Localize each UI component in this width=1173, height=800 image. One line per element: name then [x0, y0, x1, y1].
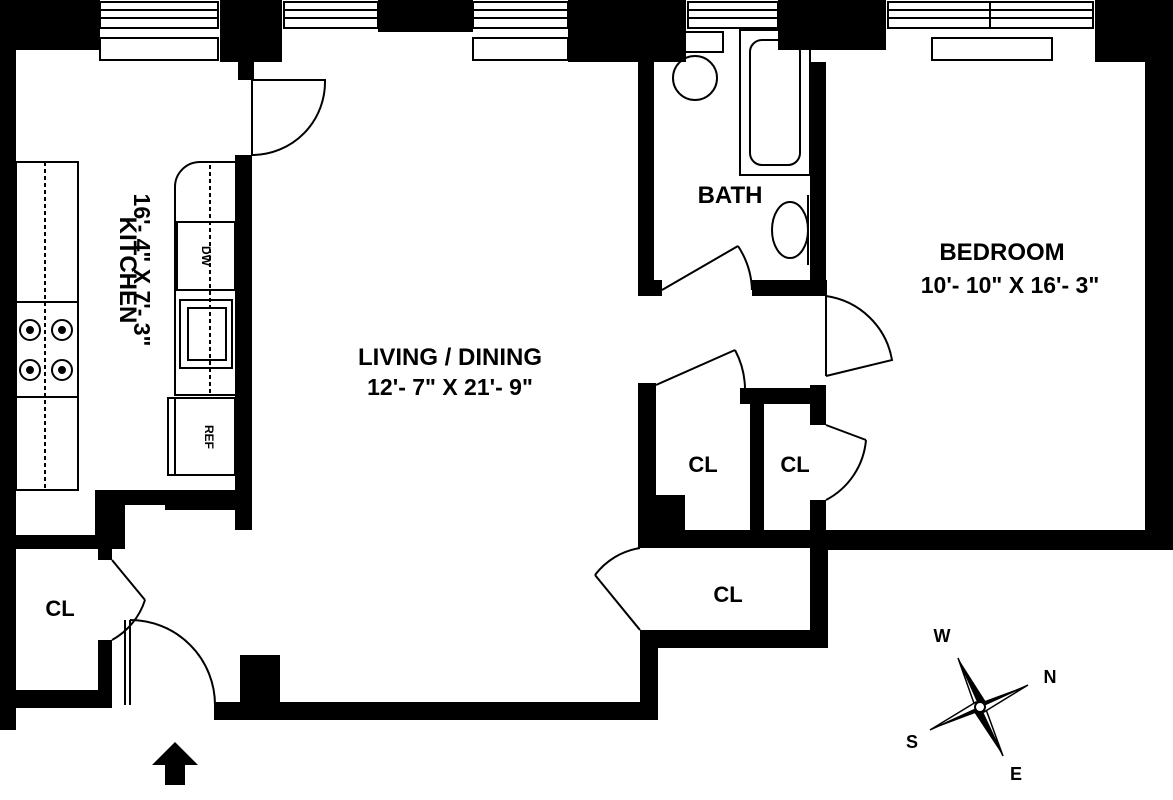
compass-label-w: W	[934, 626, 951, 646]
entry-arrow-icon	[152, 742, 198, 785]
compass-label-s: S	[906, 732, 918, 752]
walls	[0, 0, 1173, 730]
kitchen-dimensions: 16'- 4" X 7'- 3"	[129, 194, 155, 347]
closet-label-entry: CL	[45, 596, 74, 621]
compass-label-n: N	[1044, 667, 1057, 687]
bedroom-dimensions: 10'- 10" X 16'- 3"	[921, 272, 1100, 298]
living-dining-label: LIVING / DINING	[358, 344, 542, 371]
refrigerator-label: REF	[202, 425, 216, 449]
closet-label-center-right: CL	[780, 452, 809, 477]
living-dining-dimensions: 12'- 7" X 21'- 9"	[367, 374, 533, 400]
doors	[111, 79, 894, 720]
kitchen-fixtures	[15, 161, 236, 491]
kitchen-label: KITCHEN	[114, 217, 141, 324]
compass-label-e: E	[1010, 764, 1022, 784]
dishwasher-label: DW	[199, 246, 213, 267]
compass-rose-icon	[929, 657, 1029, 757]
windows	[99, 1, 1094, 61]
range-burners	[19, 319, 73, 381]
bedroom-label: BEDROOM	[939, 239, 1064, 266]
closet-label-center-left: CL	[688, 452, 717, 477]
bath-fixtures	[667, 29, 811, 265]
bath-label: BATH	[698, 182, 763, 209]
closet-label-lower: CL	[713, 582, 742, 607]
